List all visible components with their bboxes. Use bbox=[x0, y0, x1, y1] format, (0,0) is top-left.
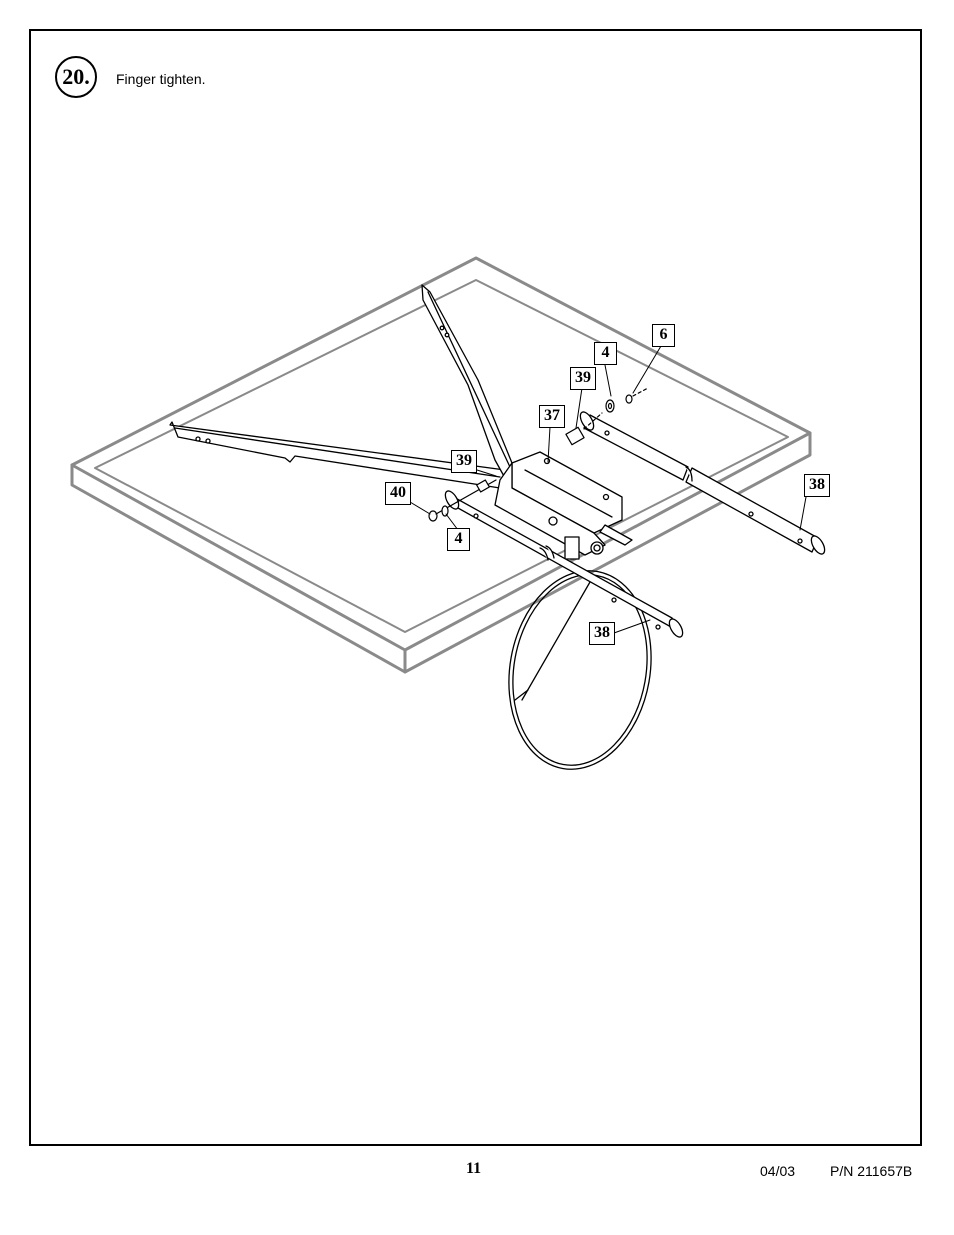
support-tube-upper bbox=[579, 411, 826, 555]
part-number: P/N 211657B bbox=[830, 1163, 913, 1179]
step-number-badge: 20. bbox=[55, 56, 97, 98]
callout-part-37: 37 bbox=[539, 405, 565, 428]
page-frame bbox=[29, 29, 922, 1146]
callout-part-39-upper: 39 bbox=[570, 367, 596, 390]
callout-part-38-right: 38 bbox=[804, 474, 830, 497]
hardware-lower bbox=[428, 479, 497, 522]
callout-part-4-lower: 4 bbox=[447, 528, 470, 551]
support-tube-lower bbox=[444, 490, 684, 638]
page-number: 11 bbox=[466, 1160, 482, 1177]
revision-date: 04/03 bbox=[760, 1163, 796, 1179]
backboard bbox=[70, 256, 812, 674]
callout-part-4-upper: 4 bbox=[594, 342, 617, 365]
callout-part-6: 6 bbox=[652, 324, 675, 347]
mounting-bracket bbox=[494, 451, 633, 560]
callout-leaders bbox=[409, 345, 807, 634]
callout-part-40: 40 bbox=[385, 482, 411, 505]
rim bbox=[508, 570, 652, 770]
callout-part-39-lower: 39 bbox=[451, 450, 477, 473]
callout-part-38-lower: 38 bbox=[589, 622, 615, 645]
step-instruction: Finger tighten. bbox=[116, 71, 206, 87]
angle-iron-left bbox=[169, 421, 506, 489]
hardware-upper bbox=[565, 387, 649, 446]
